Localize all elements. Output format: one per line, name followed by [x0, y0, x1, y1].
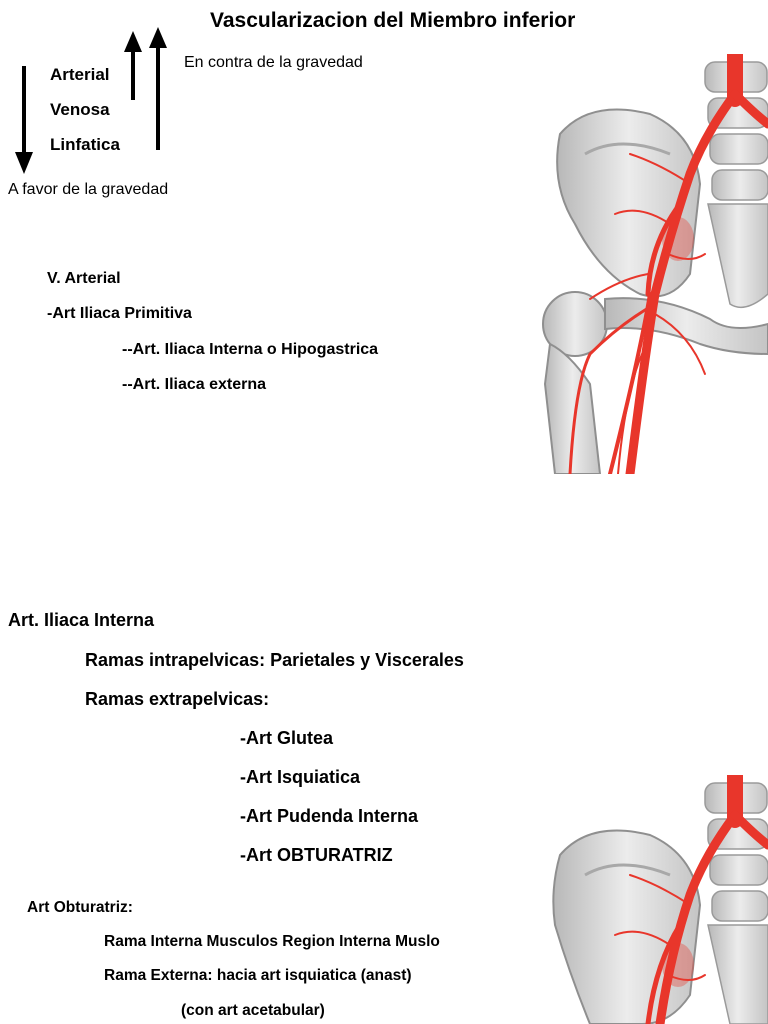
extrapelvic-branches: Ramas extrapelvicas: — [85, 689, 270, 709]
arrow-up-icon — [124, 31, 142, 100]
obturatriz-line: Rama Interna Musculos Region Interna Mus… — [104, 933, 440, 950]
branch-item: -Art Glutea — [240, 728, 334, 748]
branch-item: -Art Pudenda Interna — [240, 806, 419, 826]
with-gravity-label: A favor de la gravedad — [8, 181, 169, 198]
obturatriz-heading: Art Obturatriz: — [27, 899, 133, 916]
arrow-up-icon — [149, 27, 167, 150]
against-gravity-label: En contra de la gravedad — [184, 54, 363, 71]
obturatriz-line: (con art acetabular) — [181, 1002, 325, 1019]
branch-item: -Art Isquiatica — [240, 767, 361, 787]
pelvis-arteries-illustration — [542, 54, 768, 474]
system-linfatica: Linfatica — [50, 135, 120, 154]
system-arterial: Arterial — [50, 65, 110, 84]
outline-subitem: --Art. Iliaca Interna o Hipogastrica — [122, 341, 379, 358]
system-venosa: Venosa — [50, 100, 110, 119]
pelvis-arteries-illustration — [552, 775, 768, 1024]
page-title: Vascularizacion del Miembro inferior — [210, 9, 576, 32]
section-heading: Art. Iliaca Interna — [8, 610, 155, 630]
obturatriz-line: Rama Externa: hacia art isquiatica (anas… — [104, 967, 412, 984]
outline-subitem: --Art. Iliaca externa — [122, 376, 267, 393]
outline-item: -Art Iliaca Primitiva — [47, 305, 192, 322]
intrapelvic-branches: Ramas intrapelvicas: Parietales y Viscer… — [85, 650, 464, 670]
arrow-down-icon — [15, 66, 33, 174]
outline-heading: V. Arterial — [47, 270, 121, 287]
branch-item: -Art OBTURATRIZ — [240, 845, 393, 865]
